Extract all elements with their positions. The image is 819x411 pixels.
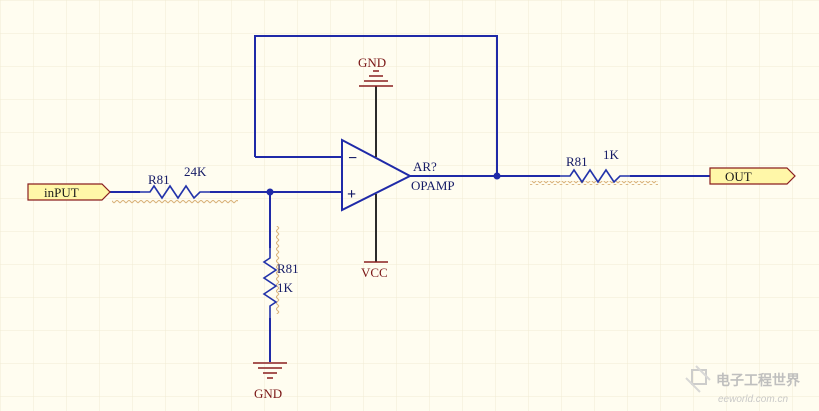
opamp[interactable]: − + AR? OPAMP [341, 86, 455, 262]
vcc-label: VCC [361, 265, 388, 280]
r-in-designator: R81 [148, 172, 170, 187]
resistor-r-in[interactable]: R81 24K [140, 164, 210, 200]
opamp-plus-sign: + [347, 186, 356, 203]
resistor-r-shunt[interactable]: R81 1K [262, 248, 299, 318]
watermark-url: eeworld.com.cn [718, 394, 788, 405]
opamp-part-name: OPAMP [411, 178, 455, 193]
ground-symbol-top[interactable]: GND [358, 55, 393, 87]
output-port[interactable]: OUT [709, 167, 796, 185]
r-in-value: 24K [184, 164, 207, 179]
junction-dot-plus [266, 188, 274, 196]
resistor-r-out[interactable]: R81 1K [560, 147, 630, 184]
r-out-designator: R81 [566, 154, 588, 169]
opamp-designator: AR? [413, 159, 437, 174]
input-port[interactable]: inPUT [27, 183, 111, 201]
wires [110, 35, 710, 248]
ground-bottom-label: GND [254, 386, 282, 401]
opamp-minus-sign: − [348, 150, 357, 167]
watermark-brand: 电子工程世界 [716, 372, 801, 388]
ground-top-label: GND [358, 55, 386, 70]
output-port-label: OUT [725, 169, 752, 184]
wire-feedback [254, 35, 498, 176]
r-shunt-value: 1K [277, 280, 294, 295]
net-highlight-input [112, 200, 238, 204]
net-highlight-output [530, 181, 658, 185]
net-highlight-shunt [276, 226, 280, 314]
vcc-symbol[interactable]: VCC [361, 261, 388, 280]
ground-symbol-bottom[interactable]: GND [253, 362, 287, 401]
input-port-label: inPUT [44, 185, 79, 200]
r-shunt-designator: R81 [277, 261, 299, 276]
r-out-value: 1K [603, 147, 620, 162]
junction-dot-output [493, 172, 501, 180]
watermark: 电子工程世界 eeworld.com.cn [685, 365, 801, 405]
watermark-logo-icon [685, 365, 711, 393]
